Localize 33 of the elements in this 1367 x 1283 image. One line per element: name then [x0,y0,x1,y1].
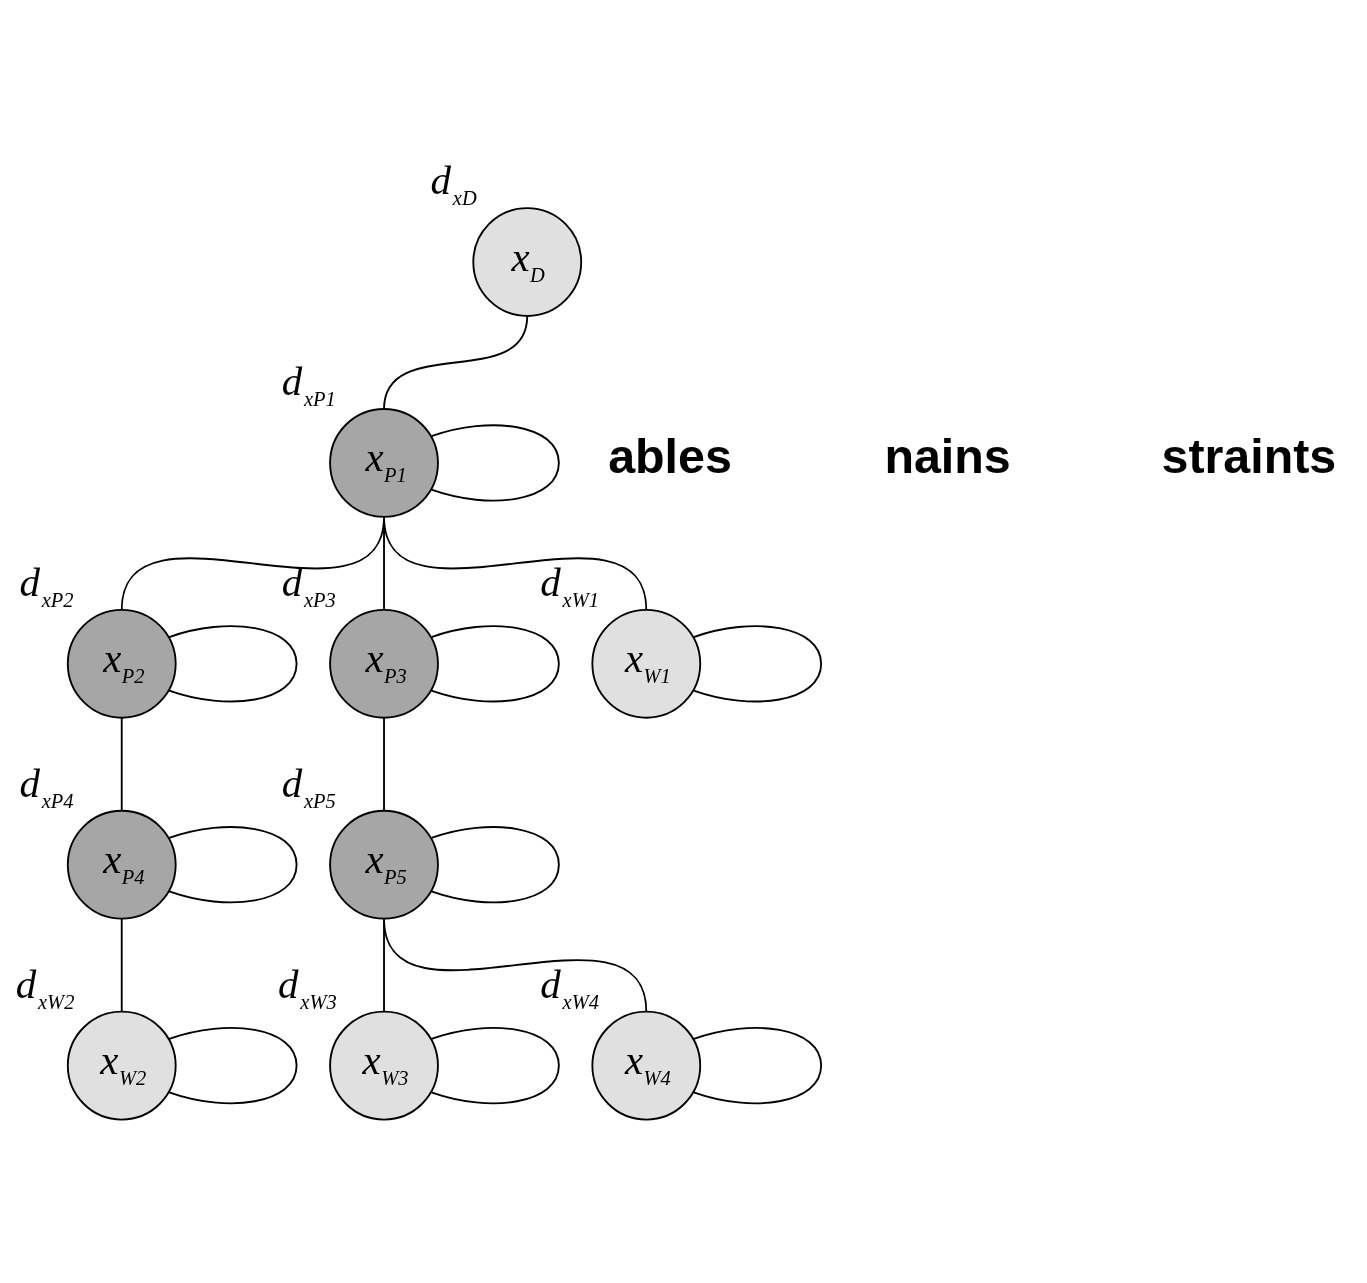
connector [383,315,529,410]
node-circle: x$_{W3}$ [329,1010,439,1121]
connector [430,424,560,502]
connector [383,515,648,611]
connector [430,1027,560,1105]
connector [692,1027,823,1105]
connector [120,716,123,812]
node-label: d$_{xD}$ [430,158,477,210]
connector [383,917,648,1013]
node-circle: x$_{W2}$ [66,1010,177,1121]
node-circle: x$_{D}$ [472,207,583,317]
node-label: d$_{xW4}$ [540,961,599,1013]
connector [383,716,385,812]
label: ables [608,428,732,483]
node-circle: x$_{P4}$ [66,809,177,920]
connector [692,625,823,703]
connector [430,625,560,703]
node-circle: x$_{W4}$ [591,1010,702,1121]
node-circle: x$_{P3}$ [329,608,439,719]
label: nains [884,428,1011,483]
connector [168,625,298,703]
node-circle: x$_{P5}$ [329,809,439,920]
node-circle: x$_{P2}$ [66,608,177,719]
connector [168,826,298,904]
connector [168,1027,298,1105]
node-circle: x$_{P1}$ [329,408,439,518]
label: straints [1161,428,1337,483]
connector [430,826,560,904]
node-label: d$_{xW3}$ [277,961,337,1013]
node-circle: x$_{W1}$ [591,608,702,719]
node-label: d$_{xW2}$ [15,961,75,1013]
connector [120,917,123,1013]
node-label: d$_{xP1}$ [281,359,336,411]
